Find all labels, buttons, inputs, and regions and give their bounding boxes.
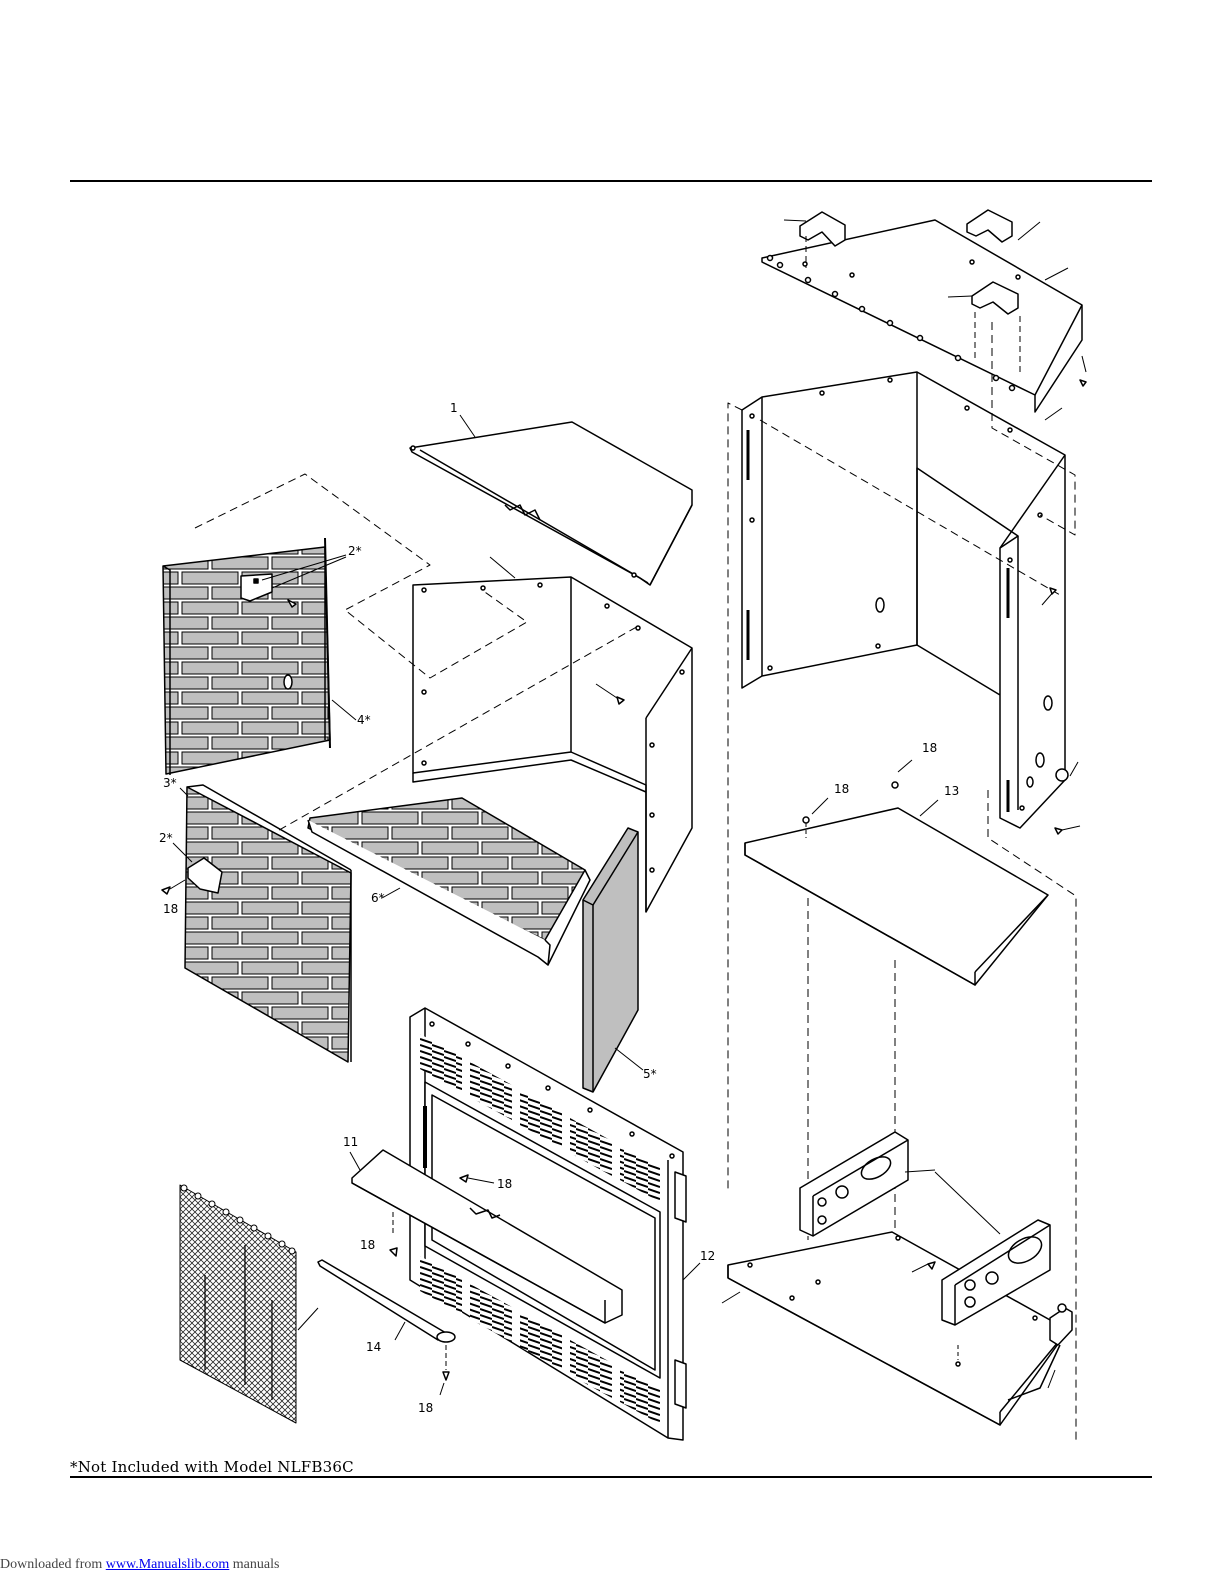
download-credit: Downloaded from www.Manualslib.com manua… [0, 1557, 279, 1573]
callout-11: 11 [343, 1135, 358, 1149]
callout-4: 4* [357, 713, 371, 727]
part-4-rear-refractory [163, 538, 356, 775]
callout-18-shelf-left: 18 [834, 782, 849, 796]
valve-bracket [800, 1132, 908, 1236]
part-5-side-refractory [583, 828, 643, 1092]
manualslib-link[interactable]: www.Manualslib.com [106, 1557, 230, 1572]
callout-18-rod: 18 [418, 1401, 433, 1415]
callout-2-upper: 2* [348, 544, 362, 558]
callout-18-lintel: 18 [497, 1177, 512, 1191]
callout-12: 12 [700, 1249, 715, 1263]
part-1-top-baffle [410, 415, 692, 585]
footnote: *Not Included with Model NLFB36C [70, 1458, 354, 1476]
download-prefix: Downloaded from [0, 1557, 102, 1572]
callout-18-brick-screw: 18 [163, 902, 178, 916]
callout-6: 6* [371, 891, 385, 905]
callout-13: 13 [944, 784, 959, 798]
bottom-rule [70, 1476, 1152, 1478]
callout-18-frame: 18 [360, 1238, 375, 1252]
callout-2-lower: 2* [159, 831, 173, 845]
callout-5: 5* [643, 1067, 657, 1081]
callout-1: 1 [450, 401, 458, 415]
callout-18-shelf-top: 18 [922, 741, 937, 755]
callout-3: 3* [163, 776, 177, 790]
screen-mesh [180, 1185, 318, 1423]
callout-14: 14 [366, 1340, 381, 1354]
download-suffix: manuals [233, 1557, 280, 1572]
